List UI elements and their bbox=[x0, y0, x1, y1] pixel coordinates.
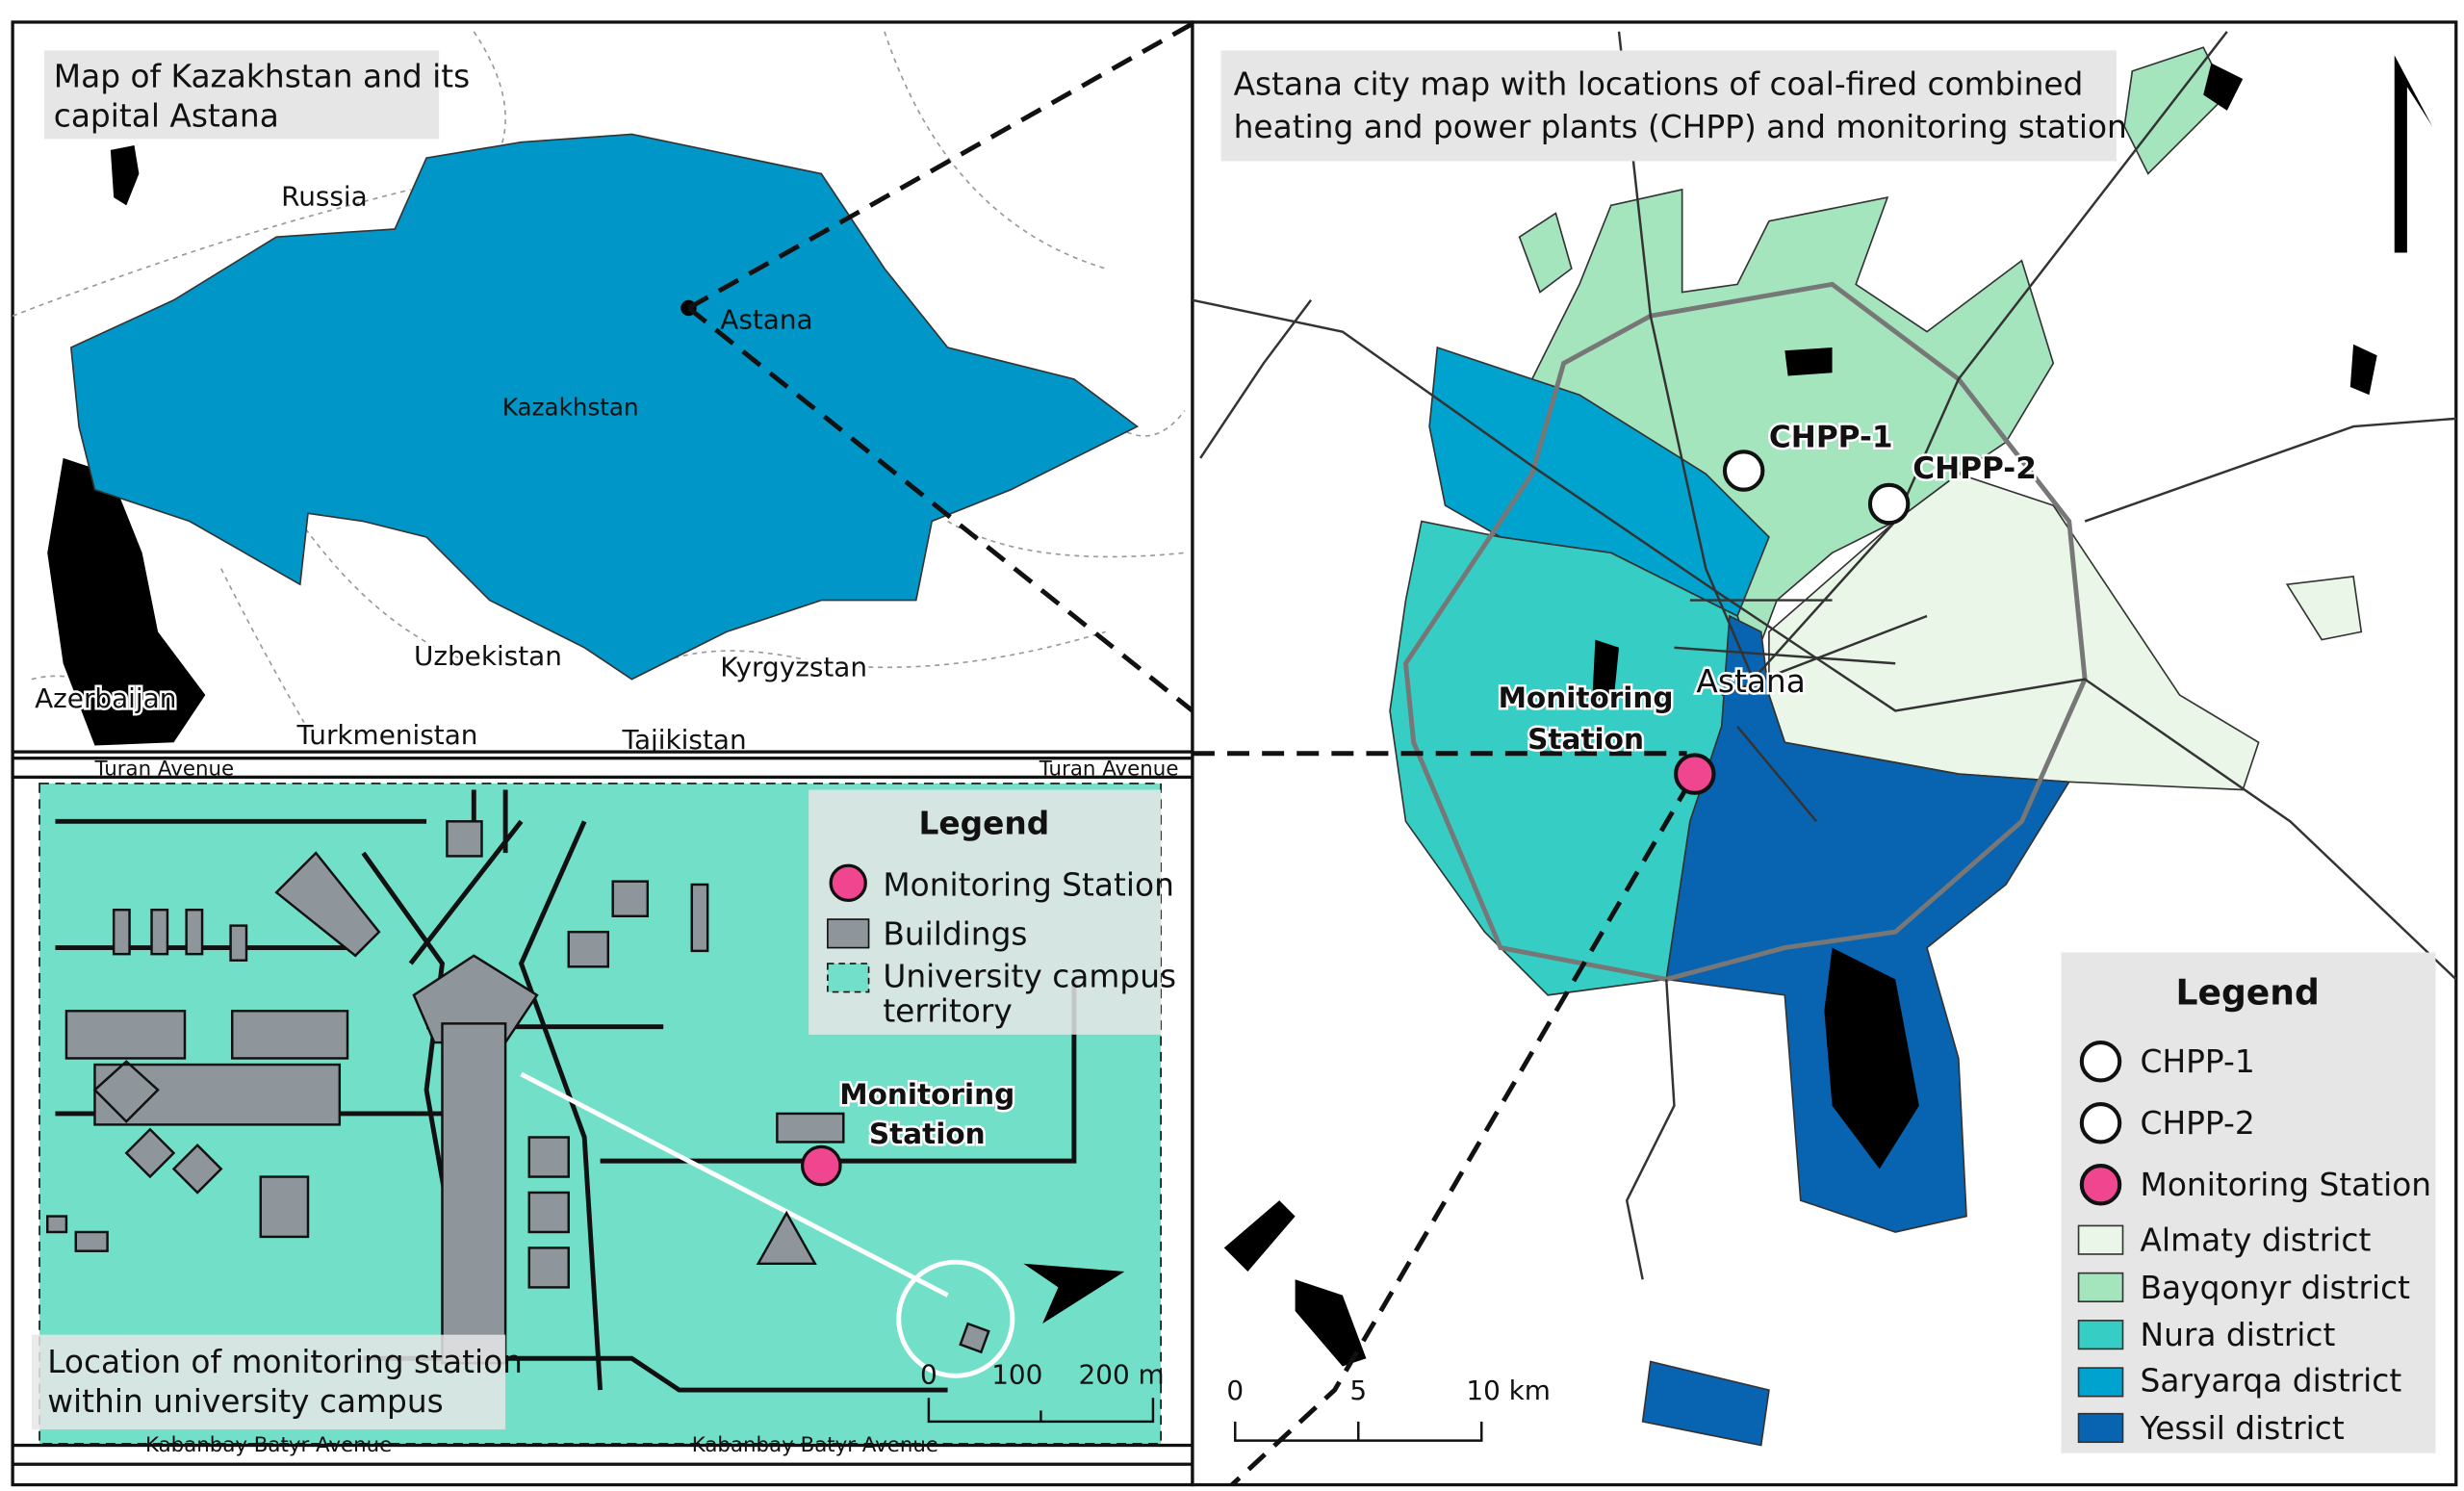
campus-legend-station: Monitoring Station bbox=[883, 866, 1174, 903]
kabanbay-label-right: Kabanbay Batyr Avenue bbox=[692, 1433, 938, 1457]
kazakhstan-shape bbox=[69, 133, 1140, 681]
turan-avenue-label-left: Turan Avenue bbox=[93, 758, 234, 782]
roads bbox=[1192, 31, 2457, 1280]
label-russia: Russia bbox=[281, 180, 368, 212]
kazakhstan-caption-box bbox=[43, 50, 440, 140]
campus-scale-100: 100 bbox=[991, 1359, 1042, 1391]
chpp2-label: CHPP-2 bbox=[1912, 451, 2037, 486]
city-caption-line2: heating and power plants (CHPP) and moni… bbox=[1234, 109, 2127, 145]
city-legend: Legend CHPP-1 CHPP-2 Monitoring Station … bbox=[2061, 952, 2436, 1453]
label-kyrgyzstan: Kyrgyzstan bbox=[720, 651, 867, 682]
country-labels: Russia Astana Kazakhstan Uzbekistan Kyrg… bbox=[33, 180, 870, 758]
campus-legend-territory-1: University campus bbox=[883, 959, 1176, 995]
lake-balkhash bbox=[110, 144, 140, 206]
legend-chpp2-icon bbox=[2079, 1102, 2122, 1144]
city-panel: Astana city map with locations of coal-f… bbox=[686, 20, 2458, 1487]
chpp1-marker bbox=[1722, 450, 1765, 492]
kazakhstan-caption-line1: Map of Kazakhstan and its bbox=[54, 58, 470, 94]
campus-legend-buildings: Buildings bbox=[883, 915, 1027, 952]
astana-city-label: Astana bbox=[1696, 663, 1805, 700]
city-legend-title: Legend bbox=[2175, 972, 2319, 1014]
ring-road bbox=[1402, 281, 2088, 982]
legend-chpp2: CHPP-2 bbox=[2141, 1105, 2255, 1142]
legend-chpp1-icon bbox=[2079, 1041, 2122, 1083]
legend-almaty: Almaty district bbox=[2141, 1222, 2372, 1259]
caspian-sea bbox=[47, 457, 206, 746]
legend-bayqonyr: Bayqonyr district bbox=[2141, 1270, 2411, 1306]
legend-saryarqa: Saryarqa district bbox=[2141, 1363, 2402, 1400]
legend-chpp1: CHPP-1 bbox=[2141, 1043, 2255, 1080]
turan-avenue-label-right: Turan Avenue bbox=[1039, 758, 1179, 782]
campus-legend-territory-2: territory bbox=[883, 993, 1012, 1030]
campus-legend-building-icon bbox=[827, 918, 870, 949]
kabanbay-label-left: Kabanbay Batyr Avenue bbox=[145, 1433, 392, 1457]
kazakhstan-caption-line2: capital Astana bbox=[54, 97, 279, 134]
legend-yessil-swatch bbox=[2077, 1412, 2124, 1444]
campus-scale-0: 0 bbox=[920, 1359, 937, 1391]
campus-buildings bbox=[45, 820, 990, 1365]
label-uzbekistan: Uzbekistan bbox=[414, 640, 562, 672]
campus-caption-line2: within university campus bbox=[47, 1383, 444, 1420]
kazakhstan-panel: Map of Kazakhstan and its capital Astana… bbox=[11, 20, 1194, 758]
campus-monitoring-station bbox=[800, 1144, 842, 1187]
city-monitoring-station bbox=[1674, 753, 1716, 795]
campus-footpath bbox=[520, 1071, 949, 1298]
legend-yessil: Yessil district bbox=[2140, 1410, 2345, 1447]
north-arrow-icon bbox=[2394, 55, 2433, 253]
city-caption-box bbox=[1220, 50, 2117, 162]
campus-scale-200: 200 m bbox=[1078, 1359, 1164, 1391]
city-station-label-2: Station bbox=[1527, 723, 1644, 756]
label-azerbaijan: Azerbaijan bbox=[35, 682, 176, 714]
chpp1-label: CHPP-1 bbox=[1769, 420, 1893, 454]
country-borders bbox=[12, 31, 1186, 743]
label-kazakhstan: Kazakhstan bbox=[502, 394, 639, 422]
legend-saryarqa-swatch bbox=[2077, 1367, 2124, 1398]
city-station-label-1: Monitoring bbox=[1499, 681, 1674, 714]
chpp2-marker bbox=[1867, 482, 1911, 526]
campus-roundabout bbox=[896, 1259, 1015, 1378]
legend-bayqonyr-swatch bbox=[2077, 1272, 2124, 1303]
legend-station: Monitoring Station bbox=[2141, 1167, 2432, 1203]
legend-nura: Nura district bbox=[2141, 1317, 2336, 1353]
city-scale-0: 0 bbox=[1226, 1375, 1244, 1406]
campus-legend-station-icon bbox=[829, 863, 867, 903]
zoom-lines bbox=[686, 21, 1692, 1487]
water-bodies bbox=[1223, 63, 2377, 1367]
city-scale-bar bbox=[1234, 1421, 1483, 1442]
campus-caption-box bbox=[31, 1334, 506, 1430]
label-turkmenistan: Turkmenistan bbox=[296, 719, 478, 751]
label-astana: Astana bbox=[720, 303, 812, 335]
city-scale-10: 10 km bbox=[1466, 1375, 1551, 1406]
campus-station-label-1: Monitoring bbox=[839, 1078, 1014, 1111]
campus-legend-territory-icon bbox=[827, 963, 870, 993]
campus-caption-line1: Location of monitoring station bbox=[47, 1344, 523, 1380]
legend-nura-swatch bbox=[2077, 1320, 2124, 1350]
legend-station-icon bbox=[2079, 1164, 2122, 1206]
campus-scale-bar bbox=[927, 1398, 1155, 1424]
campus-legend-title: Legend bbox=[918, 805, 1049, 841]
city-caption-line1: Astana city map with locations of coal-f… bbox=[1234, 65, 2084, 102]
legend-almaty-swatch bbox=[2077, 1224, 2124, 1255]
campus-panel: Turan Avenue Turan Avenue Kabanbay Batyr… bbox=[11, 750, 1194, 1487]
campus-station-label-2: Station bbox=[869, 1118, 986, 1150]
campus-north-arrow-icon bbox=[1023, 1263, 1125, 1324]
city-scale-5: 5 bbox=[1349, 1375, 1367, 1406]
campus-legend bbox=[808, 789, 1162, 1035]
